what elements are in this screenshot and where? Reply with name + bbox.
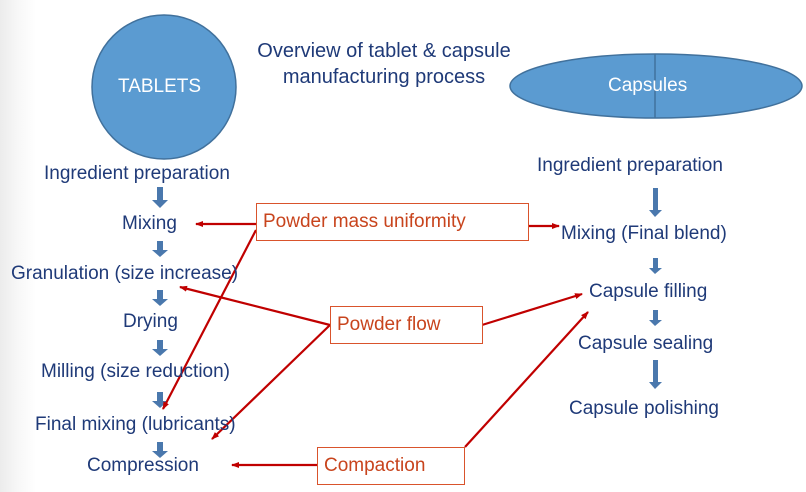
flow-arrow-down-icon xyxy=(152,187,168,208)
capsule-step-polishing: Capsule polishing xyxy=(569,398,719,419)
connector-pmu-to-final-mixing xyxy=(162,229,257,410)
flow-arrow-down-icon xyxy=(649,360,662,389)
flow-arrow-down-icon xyxy=(649,188,662,217)
factor-compaction: Compaction xyxy=(317,447,465,485)
connector-compaction-to-capsule-filling xyxy=(464,311,589,448)
capsule-step-mixing-final-blend: Mixing (Final blend) xyxy=(561,223,727,244)
capsule-step-ingredient-preparation: Ingredient preparation xyxy=(537,155,723,176)
diagram-title: Overview of tablet & capsule manufacturi… xyxy=(234,38,534,90)
flow-arrow-down-icon xyxy=(152,241,168,257)
flow-arrow-down-icon xyxy=(649,310,662,326)
capsule-flow-arrows xyxy=(649,188,662,389)
capsule-step-filling: Capsule filling xyxy=(589,281,708,302)
capsule-shape xyxy=(509,53,803,119)
title-line-1: Overview of tablet & capsule xyxy=(257,40,511,62)
connector-flow-to-granulation xyxy=(179,285,331,327)
flow-arrow-down-icon xyxy=(152,340,168,356)
tablet-step-compression: Compression xyxy=(87,455,199,476)
connector-flow-to-capsule-filling xyxy=(481,292,583,327)
title-line-2: manufacturing process xyxy=(282,66,486,88)
tablet-step-granulation: Granulation (size increase) xyxy=(11,263,239,284)
connector-flow-to-final-mixing xyxy=(211,324,331,440)
tablet-step-ingredient-preparation: Ingredient preparation xyxy=(44,163,230,184)
factor-powder-flow: Powder flow xyxy=(330,306,483,344)
tablet-step-milling: Milling (size reduction) xyxy=(41,361,231,382)
tablets-circle xyxy=(91,14,237,160)
tablet-step-final-mixing: Final mixing (lubricants) xyxy=(35,414,236,435)
capsule-step-sealing: Capsule sealing xyxy=(578,333,714,354)
tablets-label: TABLETS xyxy=(118,76,202,97)
tablet-step-mixing: Mixing xyxy=(122,213,177,234)
flow-arrow-down-icon xyxy=(649,258,662,274)
capsules-label: Capsules xyxy=(608,75,688,96)
tablet-step-drying: Drying xyxy=(123,311,178,332)
flow-arrow-down-icon xyxy=(152,442,168,458)
factor-powder-mass-uniformity: Powder mass uniformity xyxy=(256,203,529,241)
flow-arrow-down-icon xyxy=(152,290,168,306)
